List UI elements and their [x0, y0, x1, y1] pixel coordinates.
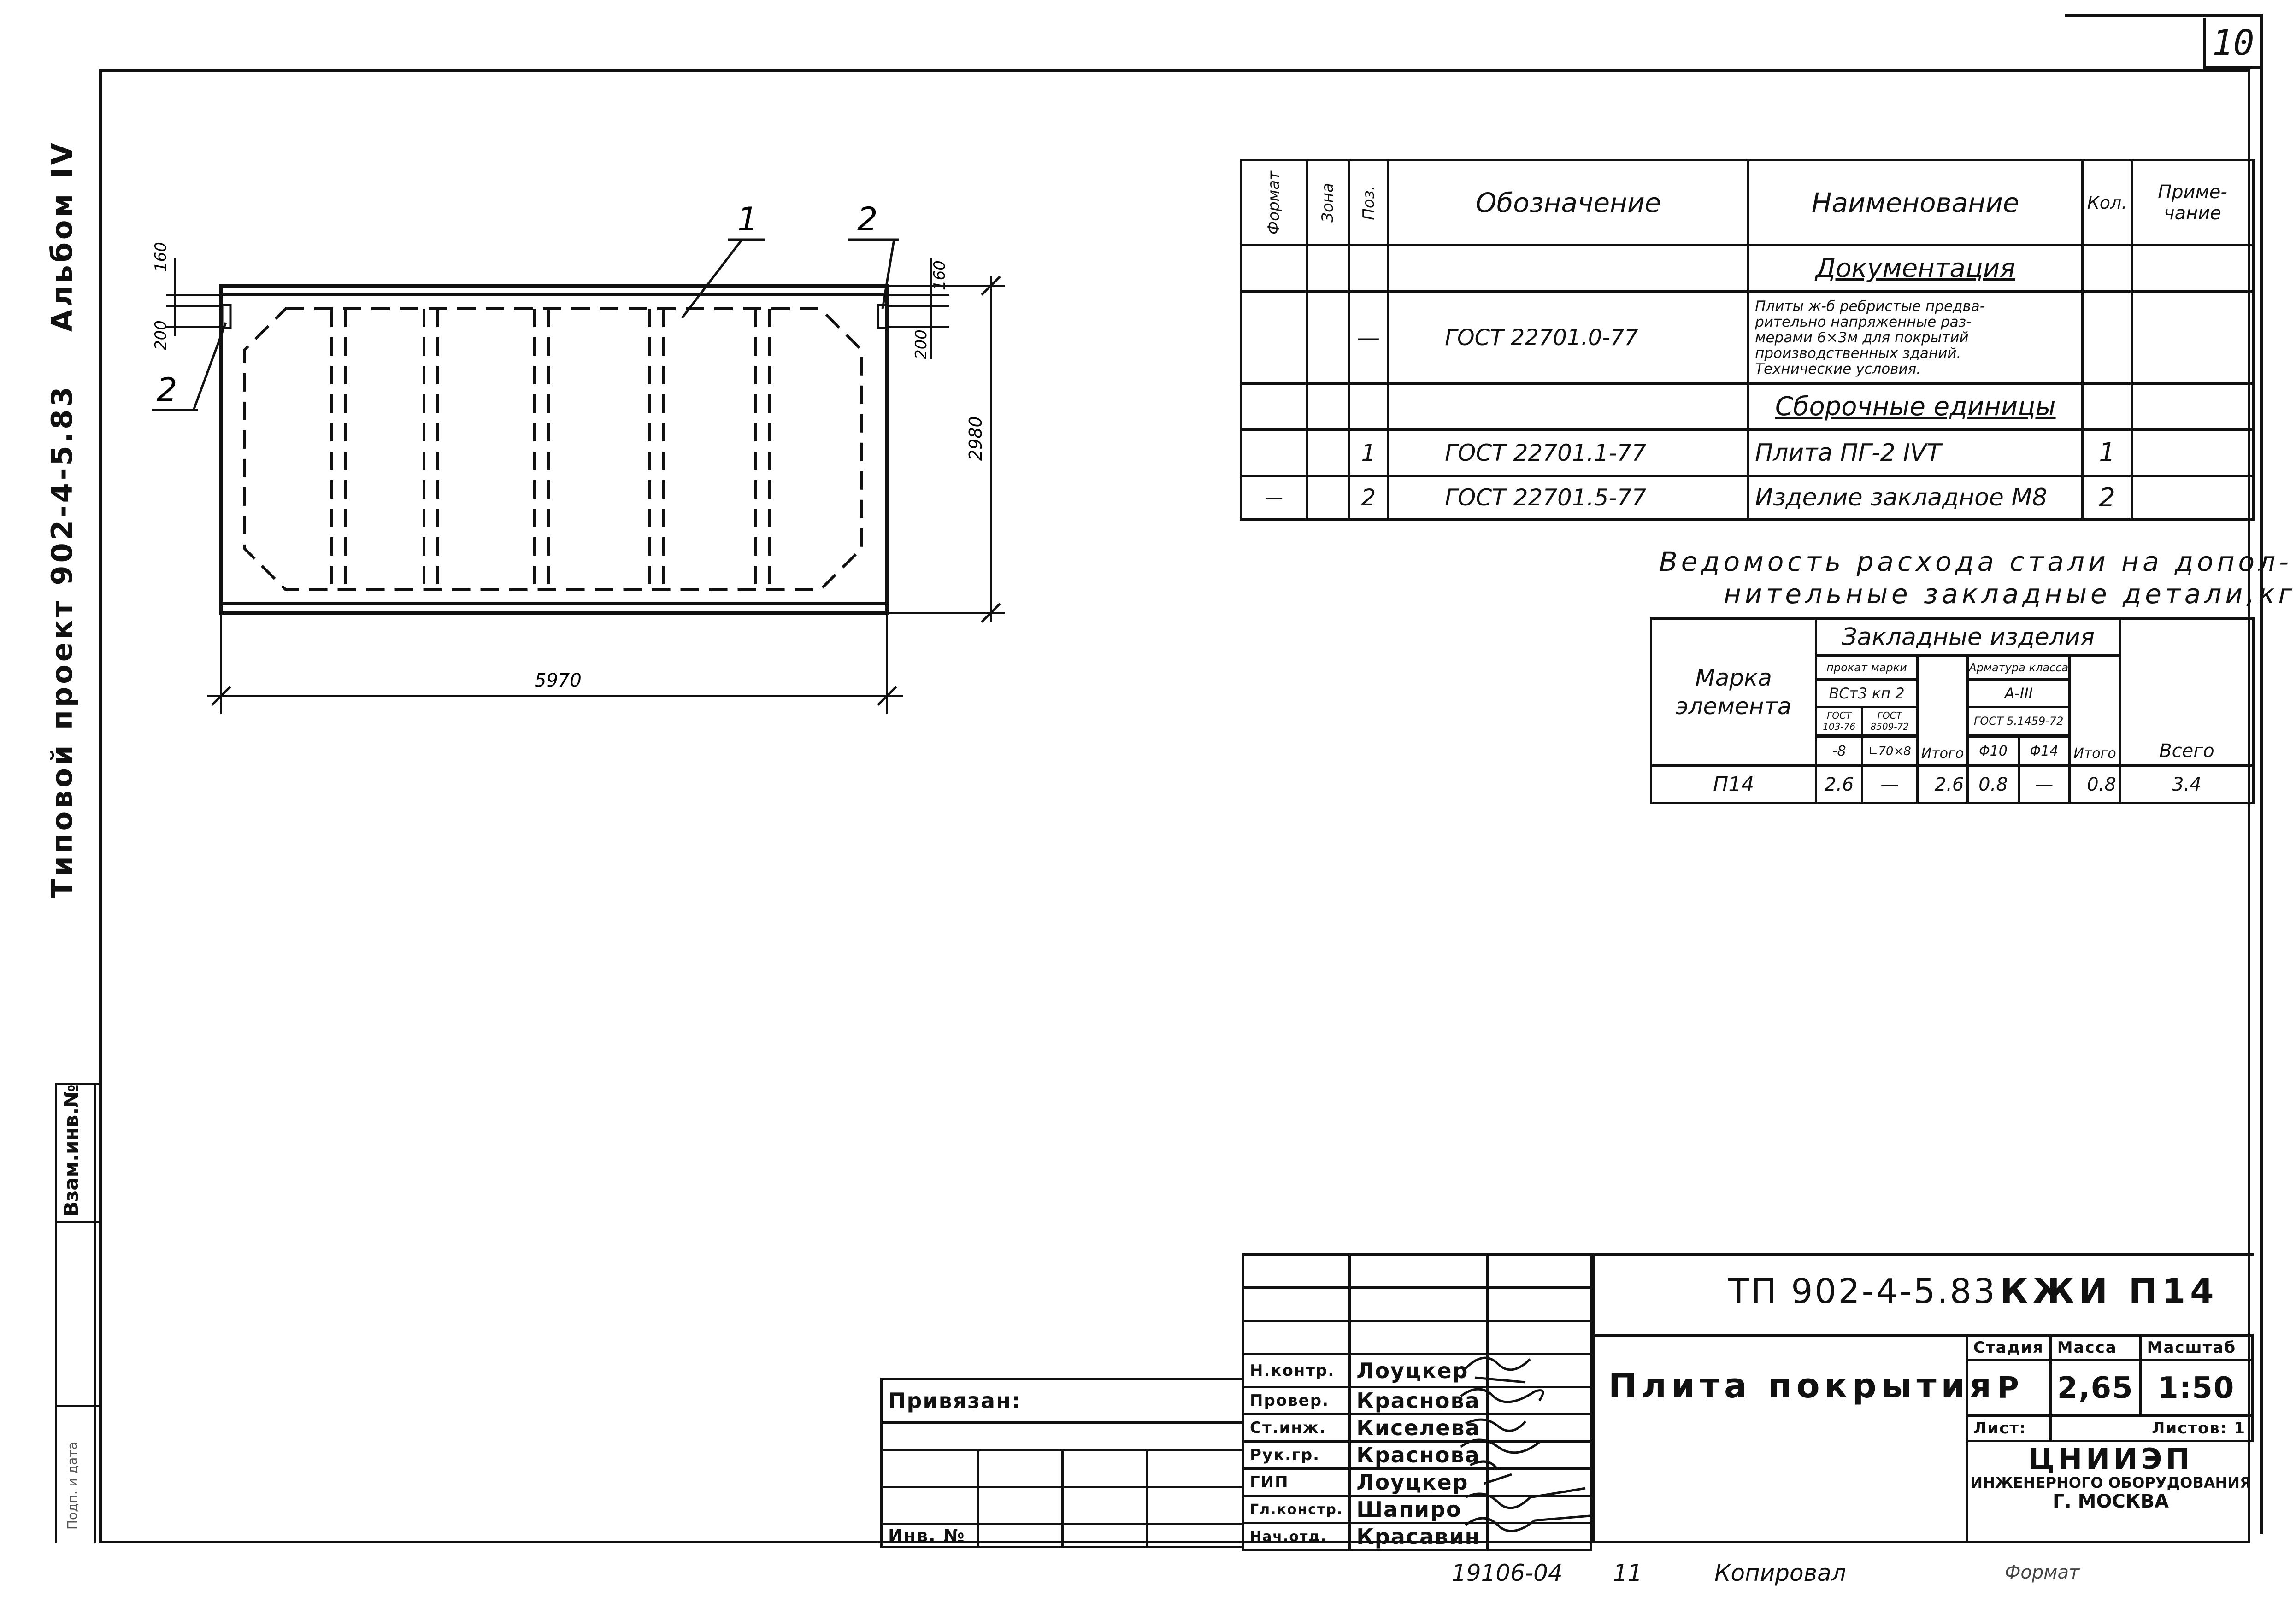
- sheet-label: Лист:: [1966, 1414, 2052, 1442]
- role-row-2: Провер.Краснова: [1242, 1386, 1593, 1415]
- sub-rolled-grade: ВСт3 кп 2: [1815, 678, 1919, 708]
- footer-format: Формат: [2005, 1562, 2080, 1583]
- mass-label: Масса: [2049, 1334, 2142, 1361]
- rib-contour: [243, 307, 863, 591]
- stage-label: Стадия: [1966, 1334, 2052, 1361]
- privyazan-block: Привязан: Инв. №: [880, 1378, 1245, 1548]
- header-qty: Кол.: [2081, 159, 2133, 246]
- scale-label: Масштаб: [2139, 1334, 2254, 1361]
- page-number: 10: [2212, 22, 2255, 63]
- col-mark: Марка элемента: [1649, 617, 1818, 767]
- header-name: Наименование: [1747, 159, 2084, 246]
- leader-pos1: [681, 239, 743, 319]
- col-all: Всего: [2119, 617, 2255, 767]
- slab-title: Плита покрытия: [1608, 1366, 1996, 1406]
- org-line-1: ЦНИИЭП: [2028, 1442, 2194, 1476]
- side-stamp-line-2: [94, 1083, 96, 1543]
- dim-height: 2980: [965, 416, 986, 461]
- signature-date-label: Подп. и дата: [65, 1442, 80, 1530]
- steel-table-title-2: нительные закладные детали,кг: [1724, 578, 2296, 610]
- sub-size2: ∟70×8: [1860, 736, 1919, 767]
- sub-total1: Итого: [1916, 654, 1969, 767]
- project-label: Типовой проект 902-4-5.83: [45, 384, 79, 898]
- page-number-box: [2203, 18, 2263, 69]
- inv-no-label: Инв. №: [880, 1523, 979, 1548]
- album-label: Альбом IV: [45, 140, 79, 332]
- org-block: ЦНИИЭП инженерного оборудования г. Москв…: [1968, 1444, 2254, 1512]
- pos2-top-label: 2: [857, 200, 878, 238]
- doc-name: Плиты ж-б ребристые предва- рительно нап…: [1747, 290, 2084, 385]
- header-zone: Зона: [1305, 159, 1350, 246]
- footer-num: 11: [1613, 1560, 1643, 1586]
- sub-d10: Φ10: [1966, 736, 2020, 767]
- slab-plan-drawing: 1 2 2 160 200 160 200 2980 5970: [152, 200, 1005, 714]
- header-designation: Обозначение: [1387, 159, 1750, 246]
- side-stamp-hline-3: [55, 1405, 99, 1407]
- org-line-3: г. Москва: [2053, 1491, 2169, 1512]
- embedded-part-left: [221, 304, 232, 329]
- header-format: Формат: [1240, 159, 1308, 246]
- sub-gost2: ГОСТ 8509-72: [1860, 706, 1919, 736]
- main-title-block: [1592, 1253, 2254, 1541]
- sub-gost1: ГОСТ 103-76: [1815, 706, 1863, 736]
- dim-length: 5970: [535, 670, 582, 691]
- side-stamp-hline-1: [55, 1083, 99, 1085]
- sub-rebar-class: А-III: [1966, 678, 2071, 708]
- side-stamp-hline-2: [55, 1221, 99, 1223]
- sub-rolled: прокат марки: [1815, 654, 1919, 681]
- footer-copied: Копировал: [1714, 1560, 1846, 1586]
- steel-row: П14 2.6 — 2.6 0.8 — 0.8 3.4: [1649, 764, 2255, 804]
- steel-consumption-table: Марка элемента Закладные изделия Всего п…: [1649, 617, 2255, 804]
- dim-200-left: 200: [152, 320, 170, 350]
- scale-value: 1:50: [2139, 1359, 2254, 1417]
- sub-size1: -8: [1815, 736, 1863, 767]
- project-code: ТП 902-4-5.83: [1728, 1272, 1997, 1311]
- slab-outline: [219, 284, 889, 615]
- org-line-2: инженерного оборудования: [1970, 1474, 2251, 1491]
- sub-d14: Φ14: [2017, 736, 2071, 767]
- stage-mass-scale: Стадия Масса Масштаб Р 2,65 1:50 Лист: Л…: [1966, 1334, 2254, 1442]
- role-row-7: Нач.отд.Красавин: [1242, 1522, 1593, 1551]
- dim-200-right: 200: [912, 329, 930, 359]
- col-group: Закладные изделия: [1815, 617, 2121, 657]
- page-top-rule: [2065, 14, 2263, 17]
- doc-pos: —: [1347, 290, 1390, 385]
- steel-table-title-1: Ведомость расхода стали на допол-: [1659, 546, 2293, 577]
- leader-pos2-left: [192, 322, 227, 411]
- dim-160-left: 160: [152, 242, 170, 272]
- section-documentation: Документация: [1747, 244, 2084, 293]
- sub-rebar: Арматура класса: [1966, 654, 2071, 681]
- sub-total2: Итого: [2068, 654, 2121, 767]
- sheet-code: КЖИ П14: [2000, 1272, 2219, 1311]
- transverse-ribs: [330, 309, 771, 590]
- doc-designation: ГОСТ 22701.0-77: [1387, 290, 1750, 385]
- tb-hline-1: [1592, 1334, 2254, 1337]
- signatures: [1460, 1356, 1590, 1532]
- sub-rebar-gost: ГОСТ 5.1459-72: [1966, 706, 2071, 736]
- role-row-1: Н.контр.Лоуцкер: [1242, 1353, 1593, 1388]
- specification-table: Формат Зона Поз. Обозначение Наименовани…: [1240, 159, 2255, 521]
- role-row-6: Гл.констр.Шапиро: [1242, 1495, 1593, 1524]
- spec-row-2: — 2 ГОСТ 22701.5-77 Изделие закладное М8…: [1240, 475, 2255, 521]
- header-note: Приме-чание: [2130, 159, 2255, 246]
- footer-code: 19106-04: [1452, 1560, 1563, 1586]
- leader-pos2-top: [881, 239, 895, 309]
- header-pos: Поз.: [1347, 159, 1390, 246]
- pos2-left-label: 2: [157, 371, 177, 409]
- privyazan-label: Привязан:: [880, 1378, 1244, 1424]
- page-right-rule: [2260, 14, 2263, 1534]
- roles-block: Н.контр.Лоуцкер Провер.Краснова Ст.инж.К…: [1242, 1253, 1593, 1551]
- stage-value: Р: [1966, 1359, 2052, 1417]
- side-stamp-line-1: [55, 1083, 57, 1543]
- mass-value: 2,65: [2049, 1359, 2142, 1417]
- section-assemblies: Сборочные единицы: [1747, 382, 2084, 431]
- vzam-inv-label: Взам.инв.№: [60, 1084, 82, 1216]
- sheets-label: Листов: 1: [2049, 1414, 2254, 1442]
- role-row-3: Ст.инж.Киселева: [1242, 1413, 1593, 1443]
- spec-row-1: 1 ГОСТ 22701.1-77 Плита ПГ-2 IVТ 1: [1240, 428, 2255, 477]
- pos1-label: 1: [737, 200, 758, 238]
